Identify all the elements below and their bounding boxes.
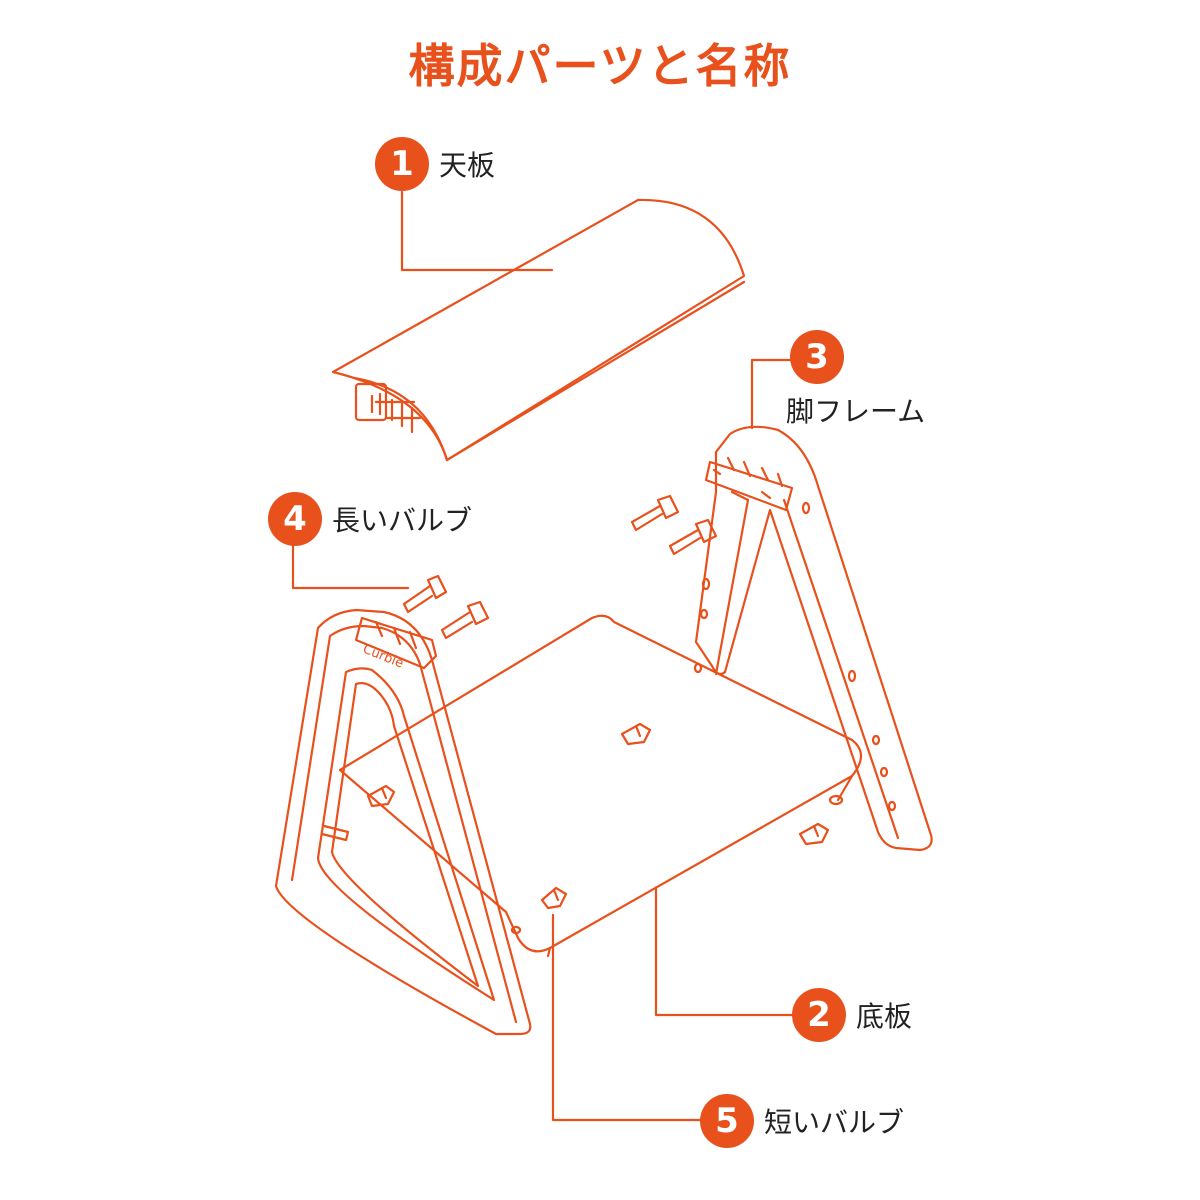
part-label: 長いバルブ: [332, 504, 473, 537]
part-number-badge: 2: [792, 988, 846, 1042]
leader-line-long-valve: [291, 526, 410, 590]
long-valve-1: [402, 574, 448, 614]
leader-line-leg-frame: [750, 358, 794, 430]
callout-short-valve: 5 短いバルブ: [700, 1094, 904, 1148]
short-valve-3: [798, 822, 830, 846]
callout-long-valve: 4 長いバルブ: [268, 492, 472, 546]
part-number-badge: 5: [700, 1094, 754, 1148]
callout-leg-frame: 3: [790, 330, 844, 384]
top-plate: [331, 198, 746, 462]
long-valve-2: [440, 600, 490, 640]
long-valve-3: [630, 494, 680, 532]
part-label: 短いバルブ: [764, 1106, 905, 1139]
part-label: 脚フレーム: [786, 395, 926, 428]
short-valve-2: [366, 784, 396, 808]
part-number-badge: 1: [375, 137, 429, 191]
leader-line-short-valve: [551, 913, 702, 1122]
callout-bottom-plate: 2 底板: [792, 988, 912, 1042]
leg-frame-right: [693, 425, 933, 852]
callout-top-plate: 1 天板: [375, 137, 495, 191]
part-label: 底板: [856, 1000, 913, 1033]
page-title: 構成パーツと名称: [408, 39, 792, 93]
leader-line-top-plate: [400, 190, 554, 272]
leader-line-bottom-plate: [654, 886, 794, 1017]
short-valve-1: [620, 722, 652, 746]
frame-brand-text: Curble: [361, 642, 406, 672]
short-valve-4: [540, 886, 568, 910]
long-valve-4: [668, 518, 718, 556]
part-label: 天板: [439, 149, 496, 182]
part-number-badge: 4: [268, 492, 322, 546]
leg-frame-left: [274, 608, 532, 1036]
bottom-plate: [338, 614, 863, 958]
part-number-badge: 3: [790, 330, 844, 384]
